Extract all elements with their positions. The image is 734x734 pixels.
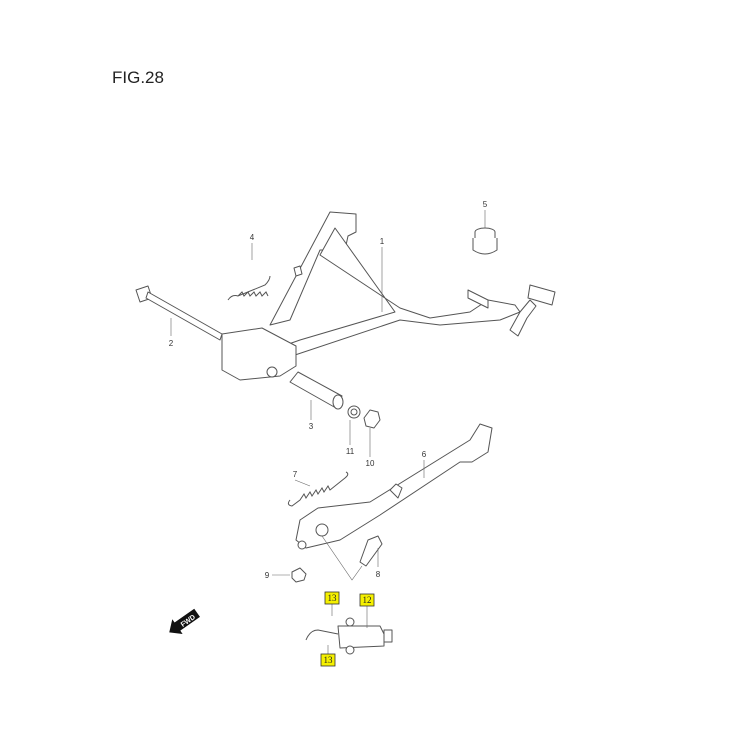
side-stand-spring-part[interactable] [287,471,349,507]
spring-small-part[interactable] [227,265,303,301]
callout-9: 9 [265,571,270,580]
callout-1: 1 [380,237,385,246]
callout-7: 7 [293,470,298,479]
callout-8: 8 [376,570,381,579]
side-stand-bolt-part[interactable] [359,535,383,567]
callout-12-highlight [359,593,375,607]
callout-12: 12 [363,595,372,605]
nut-part[interactable] [363,409,381,429]
fwd-arrow-icon: FWD [169,608,200,634]
main-stand-part[interactable] [221,211,556,381]
stand-shaft-bolt-part[interactable] [135,285,223,341]
callout-5: 5 [483,200,488,209]
callout-2: 2 [169,339,174,348]
callout-11: 11 [346,447,355,456]
leader-lines [321,535,363,581]
callout-13-bottom: 13 [324,655,334,665]
figure-title: FIG.28 [112,68,164,87]
callout-4: 4 [250,233,255,242]
callout-3: 3 [309,422,314,431]
callout-10: 10 [366,459,375,468]
fwd-label: FWD [180,614,197,629]
stopper-rubber-part[interactable] [472,227,498,255]
callout-13-top: 13 [328,593,338,603]
callout-13-top-highlight [324,591,340,605]
side-stand-nut-part[interactable] [291,567,307,583]
callout-6: 6 [422,450,427,459]
side-stand-part[interactable] [295,423,493,550]
washer-hole [350,408,358,416]
side-stand-switch-part[interactable] [305,617,393,655]
callout-13-bottom-highlight [320,653,336,667]
collar-part[interactable] [289,371,344,410]
